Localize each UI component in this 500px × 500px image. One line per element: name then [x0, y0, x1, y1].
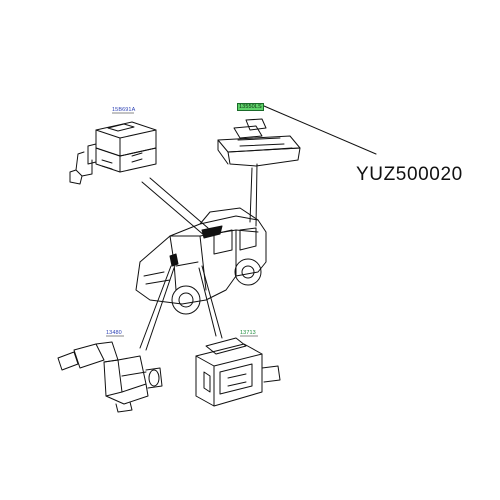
vehicle-illustration: [135, 207, 267, 315]
callout-label-bottom-left: 13480: [106, 330, 122, 336]
callout-label-top-right: 13550LS: [237, 103, 264, 111]
callout-label-top-left: 15B691A: [112, 107, 136, 113]
bonnet-switch-part: [195, 337, 281, 407]
stop-switch-part: [57, 341, 163, 413]
licence-lamp-part: [217, 118, 301, 167]
part-number-label: YUZ500020: [356, 164, 463, 185]
leader-lines: [139, 105, 377, 351]
door-switch-part: [69, 121, 157, 185]
callout-label-bottom-right: 13713: [240, 330, 256, 336]
